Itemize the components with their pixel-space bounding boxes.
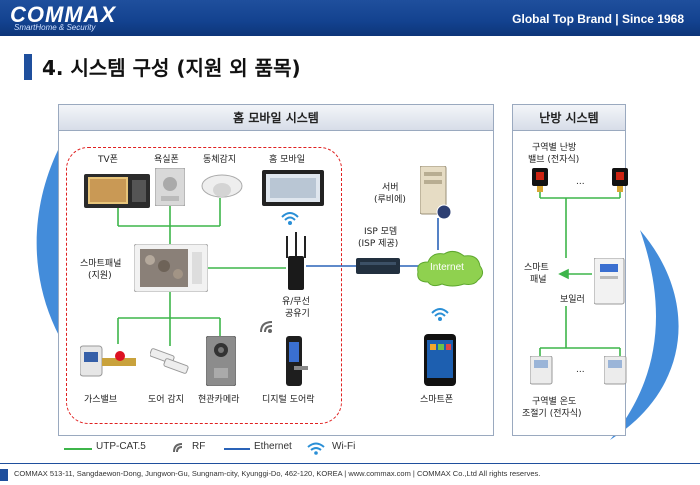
- page-title: 4. 시스템 구성 (지원 외 품목): [42, 56, 301, 80]
- logo-subtitle: SmartHome & Security: [14, 23, 96, 32]
- server-device: [420, 166, 452, 220]
- internet-label: Internet: [430, 262, 464, 273]
- legend-rf: RF: [192, 441, 206, 452]
- thermostat-label-2: 조절기 (전자식): [522, 409, 582, 419]
- wifi-icon: [281, 212, 299, 225]
- heating-smart-panel-label-2: 패널: [530, 275, 547, 285]
- router-label-2: 공유기: [285, 309, 310, 319]
- door-camera-label: 현관카메라: [198, 395, 240, 405]
- bath-phone-label: 욕실폰: [154, 155, 179, 165]
- bath-phone-device: [155, 168, 185, 206]
- header-bar: COMMAX SmartHome & Security Global Top B…: [0, 0, 700, 36]
- door-camera-device: [206, 336, 236, 386]
- footer-marker: [0, 469, 8, 481]
- heating-valve-ellipsis: ...: [576, 177, 585, 187]
- gas-valve-device: [80, 345, 136, 377]
- thermostat-ellipsis: ...: [576, 365, 585, 375]
- smartphone-label: 스마트폰: [420, 395, 454, 405]
- home-mobile-label: 홈 모바일: [269, 155, 305, 165]
- smartphone-wifi-icon: [431, 308, 449, 321]
- footer: [0, 463, 700, 485]
- isp-modem-label-1: ISP 모뎀: [364, 227, 398, 237]
- digital-lock-device: [286, 336, 308, 386]
- footer-text: COMMAX 513-11, Sangdaewon-Dong, Jungwon-…: [14, 469, 541, 478]
- home-devices-group: [66, 147, 342, 424]
- smart-panel-label-2: (지원): [88, 271, 112, 281]
- digital-lock-label: 디지털 도어락: [262, 395, 315, 405]
- thermostat-1-device: [530, 356, 553, 385]
- smart-panel-device: [134, 244, 208, 292]
- motion-sensor-label: 동체감지: [203, 155, 237, 165]
- motion-sensor-device: [201, 174, 243, 198]
- door-sensor-label: 도어 감지: [148, 395, 184, 405]
- server-label-1: 서버: [382, 183, 399, 193]
- heating-valve-2-device: [612, 168, 628, 192]
- commax-logo: COMMAX: [10, 2, 117, 27]
- router-label-1: 유/무선: [282, 297, 310, 307]
- title-marker: [24, 54, 32, 80]
- internet-cloud-icon: [417, 250, 484, 287]
- gas-valve-label: 가스밸브: [84, 395, 118, 405]
- legend-wifi: Wi-Fi: [332, 441, 356, 452]
- router-device: [286, 232, 306, 290]
- isp-modem-label-2: (ISP 제공): [358, 239, 399, 249]
- thermostat-2-device: [604, 356, 627, 385]
- boiler-device: [594, 258, 625, 305]
- server-label-2: (루비에): [374, 195, 406, 205]
- home-mobile-panel-title: 홈 모바일 시스템: [59, 105, 493, 131]
- legend-ethernet: Ethernet: [254, 441, 292, 452]
- thermostat-label-1: 구역별 온도: [532, 397, 577, 407]
- heating-valve-label-1: 구역별 난방: [532, 143, 577, 153]
- home-mobile-device: [262, 170, 324, 206]
- tv-phone-device: [84, 174, 150, 208]
- tagline: Global Top Brand | Since 1968: [512, 12, 684, 26]
- heating-smart-panel-label-1: 스마트: [524, 263, 549, 273]
- smart-panel-label-1: 스마트패널: [80, 259, 122, 269]
- boiler-label: 보일러: [560, 295, 585, 305]
- smartphone-device: [424, 334, 456, 386]
- rf-icon: [260, 321, 273, 333]
- door-sensor-device: [150, 348, 189, 374]
- isp-modem-device: [356, 258, 400, 274]
- legend-utp: UTP-CAT.5: [96, 441, 146, 452]
- tv-phone-label: TV폰: [98, 155, 118, 165]
- heating-panel-title: 난방 시스템: [513, 105, 625, 131]
- heating-valve-1-device: [532, 168, 548, 192]
- heating-valve-label-2: 밸브 (전자식): [528, 155, 580, 165]
